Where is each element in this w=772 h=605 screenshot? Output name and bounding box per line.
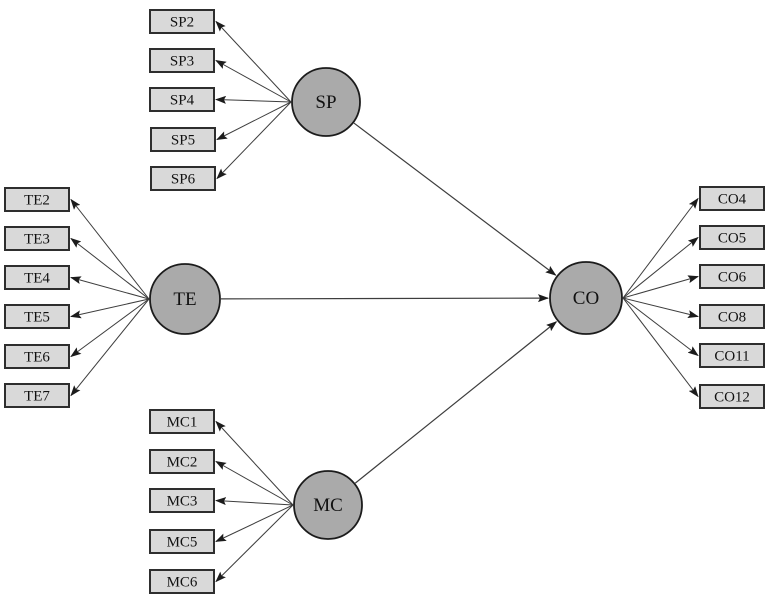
- indicator-box-CO8: [699, 304, 765, 329]
- indicator-label-SP5: SP5: [171, 133, 195, 149]
- loading-arrow-SP-SP5: [216, 101, 292, 140]
- indicator-label-MC1: MC1: [167, 415, 198, 431]
- indicator-box-SP6: [150, 166, 216, 191]
- indicator-box-MC6: [149, 569, 215, 594]
- indicator-box-CO11: [699, 343, 765, 368]
- structural-path-TE-CO: [220, 294, 550, 303]
- indicator-box-TE3: [4, 226, 70, 251]
- loading-arrow-CO-CO8: [622, 297, 699, 318]
- indicator-label-SP4: SP4: [170, 93, 195, 109]
- indicator-box-SP2: [149, 9, 215, 34]
- loading-arrow-SP-SP2: [215, 20, 292, 103]
- indicator-label-TE6: TE6: [24, 350, 50, 366]
- indicator-box-MC2: [149, 449, 215, 474]
- indicator-label-TE5: TE5: [24, 310, 50, 326]
- indicator-label-CO5: CO5: [718, 231, 746, 247]
- indicator-box-MC5: [149, 529, 215, 554]
- loading-arrow-CO-CO6: [622, 275, 699, 299]
- indicator-box-MC3: [149, 488, 215, 513]
- indicator-label-TE7: TE7: [24, 389, 50, 405]
- loading-arrow-TE-TE7: [70, 298, 150, 397]
- indicator-box-CO5: [699, 225, 765, 250]
- loading-arrow-CO-CO5: [622, 236, 699, 299]
- loading-arrow-CO-CO11: [622, 297, 699, 357]
- indicator-label-CO4: CO4: [718, 192, 747, 208]
- latent-circle-TE: [149, 263, 221, 335]
- loading-arrow-TE-TE2: [70, 198, 150, 300]
- indicator-label-TE2: TE2: [24, 193, 50, 209]
- indicator-box-SP5: [150, 127, 216, 152]
- indicator-label-MC2: MC2: [167, 455, 198, 471]
- loading-arrow-SP-SP6: [216, 101, 292, 180]
- latent-label-SP: SP: [315, 92, 336, 113]
- indicator-label-MC5: MC5: [167, 535, 198, 551]
- indicator-box-CO4: [699, 186, 765, 211]
- indicator-label-CO8: CO8: [718, 310, 746, 326]
- structural-path-SP-CO: [353, 122, 557, 276]
- loading-arrow-TE-TE6: [70, 298, 150, 358]
- loading-arrow-CO-CO12: [622, 297, 699, 398]
- structural-path-MC-CO: [354, 321, 558, 484]
- indicator-box-CO12: [699, 384, 765, 409]
- indicator-label-SP3: SP3: [170, 54, 194, 70]
- loading-arrow-TE-TE3: [70, 237, 150, 300]
- indicator-label-CO11: CO11: [714, 349, 749, 365]
- indicator-label-CO6: CO6: [718, 270, 747, 286]
- indicator-label-SP2: SP2: [170, 15, 194, 31]
- latent-label-CO: CO: [573, 288, 599, 309]
- indicator-label-SP6: SP6: [171, 172, 196, 188]
- loading-arrow-TE-TE4: [70, 276, 150, 300]
- indicator-box-TE6: [4, 344, 70, 369]
- indicator-box-SP3: [149, 48, 215, 73]
- latent-circle-MC: [293, 470, 363, 540]
- indicator-box-TE5: [4, 304, 70, 329]
- latent-circle-SP: [291, 67, 361, 137]
- indicator-box-TE4: [4, 265, 70, 290]
- latent-label-MC: MC: [313, 495, 343, 516]
- loading-arrow-CO-CO4: [622, 197, 699, 299]
- indicator-label-TE4: TE4: [24, 271, 50, 287]
- loading-arrow-TE-TE5: [70, 298, 150, 319]
- loading-arrow-SP-SP4: [215, 95, 292, 104]
- loading-arrow-MC-MC3: [215, 497, 294, 506]
- indicator-box-CO6: [699, 264, 765, 289]
- loading-arrow-MC-MC6: [215, 504, 294, 583]
- indicator-label-MC3: MC3: [167, 494, 198, 510]
- loading-arrow-MC-MC1: [215, 420, 294, 506]
- indicator-box-TE2: [4, 187, 70, 212]
- indicator-box-MC1: [149, 409, 215, 434]
- indicator-box-SP4: [149, 87, 215, 112]
- latent-label-TE: TE: [173, 289, 196, 310]
- indicator-label-CO12: CO12: [714, 390, 750, 406]
- loading-arrow-MC-MC2: [215, 461, 294, 506]
- indicator-label-TE3: TE3: [24, 232, 50, 248]
- loading-arrow-MC-MC5: [215, 504, 294, 542]
- loading-arrow-SP-SP3: [215, 60, 292, 103]
- indicator-box-TE7: [4, 383, 70, 408]
- latent-circle-CO: [549, 261, 623, 335]
- indicator-label-MC6: MC6: [167, 575, 198, 591]
